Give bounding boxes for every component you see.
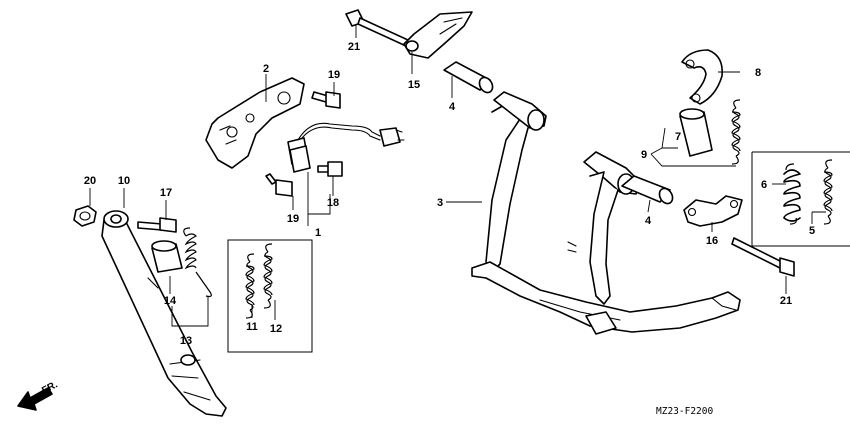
bolt-17 [137,217,177,233]
callout-21-lower: 21 [780,295,792,307]
spring-5 [823,159,833,225]
collar-7 [679,108,713,157]
callout-8: 8 [755,67,761,79]
bracket-plate [205,77,305,169]
callout-2: 2 [263,63,269,75]
callout-5: 5 [809,225,815,237]
front-arrow-icon [17,387,53,411]
bolt-21-lower [731,237,795,277]
callout-7: 7 [675,131,681,143]
callout-10: 10 [118,175,130,187]
callout-4-upper: 4 [449,101,456,113]
bolt-18 [317,161,343,177]
spring-13 [183,227,212,298]
bolt-19-upper [311,91,341,109]
callout-1: 1 [315,227,321,239]
spring-group-box-left [227,239,313,353]
side-stand [101,210,227,417]
main-stand [471,91,741,335]
callout-13: 13 [180,335,192,347]
callout-19-lower: 19 [287,213,299,225]
collar-4-upper [443,61,494,94]
callout-17: 17 [160,187,172,199]
leader-lines [89,24,826,327]
diagram-code: MZ23-F2200 [656,406,713,417]
callout-20: 20 [84,175,96,187]
hook-plate-8 [681,49,724,105]
front-direction-marker: FR. [17,379,60,411]
callout-19-upper: 19 [328,69,340,81]
spring-11 [245,253,255,319]
front-label: FR. [40,379,60,396]
spring-6 [783,163,801,225]
bracket-15 [403,11,473,59]
spring-group-box-right [751,151,850,247]
callout-16: 16 [706,235,718,247]
nut-20 [73,205,97,227]
callouts: 2 19 21 15 4 3 4 8 7 9 20 10 17 14 13 11… [84,41,815,347]
bolt-19-lower [265,173,293,197]
callout-4-lower: 4 [645,215,652,227]
spring-9 [731,99,741,165]
spring-12 [263,243,273,309]
side-stand-switch [287,122,405,173]
callout-15: 15 [408,79,420,91]
callout-3: 3 [437,197,443,209]
bracket-16 [683,195,743,227]
callout-21-upper: 21 [348,41,360,53]
callout-18: 18 [327,197,339,209]
collar-4-lower [621,175,674,205]
callout-14: 14 [164,295,177,307]
callout-6: 6 [761,179,767,191]
callout-9: 9 [641,149,647,161]
callout-11: 11 [246,321,258,333]
callout-12: 12 [270,323,282,335]
collar-14 [151,240,183,273]
